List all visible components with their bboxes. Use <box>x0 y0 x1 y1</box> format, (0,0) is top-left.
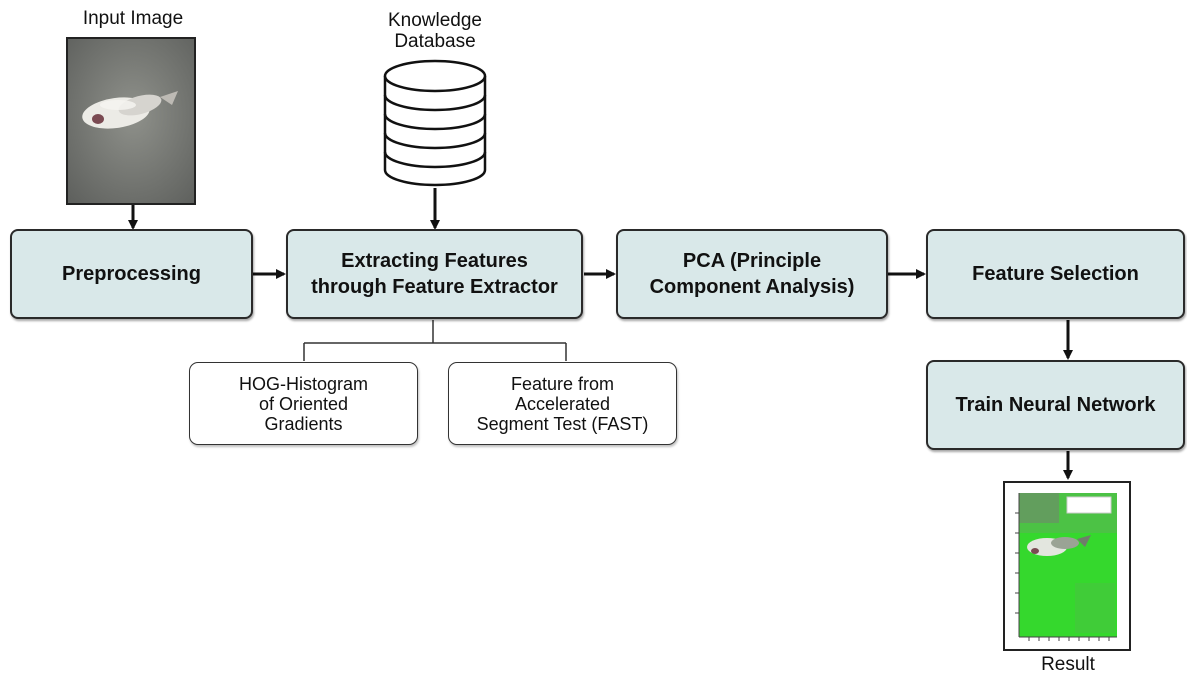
input-image-label: Input Image <box>82 8 184 29</box>
hog-box: HOG-Histogram of Oriented Gradients <box>189 362 418 445</box>
fast-label: Feature from Accelerated Segment Test (F… <box>476 373 649 434</box>
fast-box: Feature from Accelerated Segment Test (F… <box>448 362 677 445</box>
train-neural-network-box: Train Neural Network <box>926 360 1185 450</box>
result-label: Result <box>1041 654 1095 675</box>
feature-selection-box: Feature Selection <box>926 229 1185 319</box>
input-image-photo <box>66 37 196 205</box>
knowledge-database-label: Knowledge Database <box>387 10 483 52</box>
preprocessing-box: Preprocessing <box>10 229 253 319</box>
pca-label: PCA (Principle Component Analysis) <box>649 250 855 298</box>
preprocessing-label: Preprocessing <box>62 263 201 285</box>
result-image-photo <box>1003 481 1131 651</box>
segmented-fish-photo-icon <box>1005 483 1129 649</box>
fish-photo-icon <box>68 39 194 203</box>
extracting-features-label: Extracting Features through Feature Extr… <box>311 250 558 298</box>
feature-extractor-bracket <box>303 320 567 361</box>
extracting-features-box: Extracting Features through Feature Extr… <box>286 229 583 319</box>
feature-selection-label: Feature Selection <box>972 263 1139 285</box>
hog-label: HOG-Histogram of Oriented Gradients <box>238 373 368 434</box>
train-neural-network-label: Train Neural Network <box>955 394 1156 416</box>
pca-box: PCA (Principle Component Analysis) <box>616 229 888 319</box>
